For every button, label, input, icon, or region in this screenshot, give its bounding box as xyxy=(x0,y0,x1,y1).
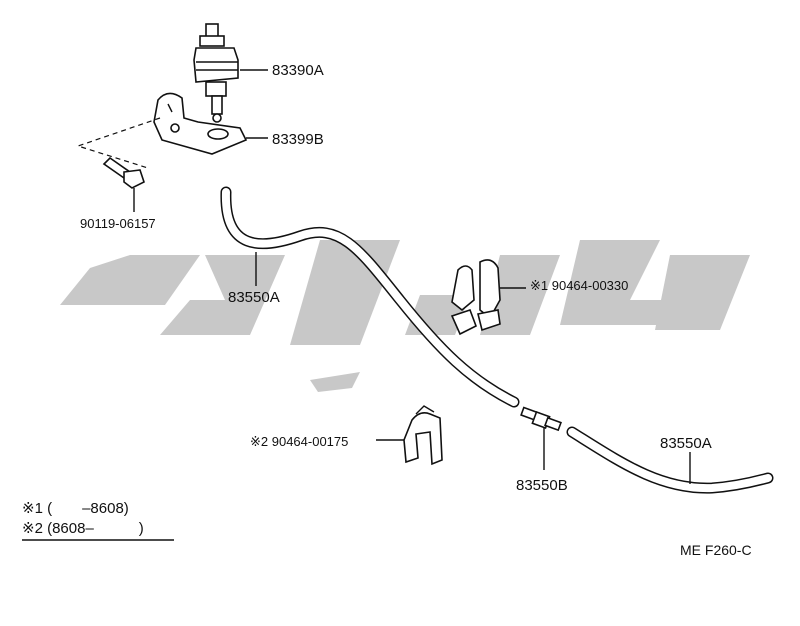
joint-label: 83550B xyxy=(516,477,568,494)
legend-note-2: ※2 (8608– ) xyxy=(22,520,144,537)
clamp2-part xyxy=(403,405,443,466)
clamp1-part xyxy=(450,259,501,336)
bolt-label: 90119-06157 xyxy=(80,216,156,231)
clamp1-label: ※1 90464-00330 xyxy=(530,278,628,293)
upper-hose-fill xyxy=(221,188,518,406)
vacuum-switch-part xyxy=(193,23,239,123)
legend-note-1: ※1 ( –8608) xyxy=(22,500,129,517)
upper-hose-label: 83550A xyxy=(228,289,280,306)
joint-part xyxy=(520,406,562,432)
lower-hose-fill xyxy=(568,428,772,493)
bracket-part xyxy=(153,92,248,155)
bracket-dashed-line xyxy=(76,117,161,169)
bracket-label: 83399B xyxy=(272,131,324,148)
figure-code: ME F260-C xyxy=(680,542,752,558)
clamp2-label: ※2 90464-00175 xyxy=(250,434,348,449)
switch-label: 83390A xyxy=(272,62,324,79)
lower-hose-label: 83550A xyxy=(660,435,712,452)
bolt-part xyxy=(102,156,145,189)
watermark-logo xyxy=(60,240,750,392)
